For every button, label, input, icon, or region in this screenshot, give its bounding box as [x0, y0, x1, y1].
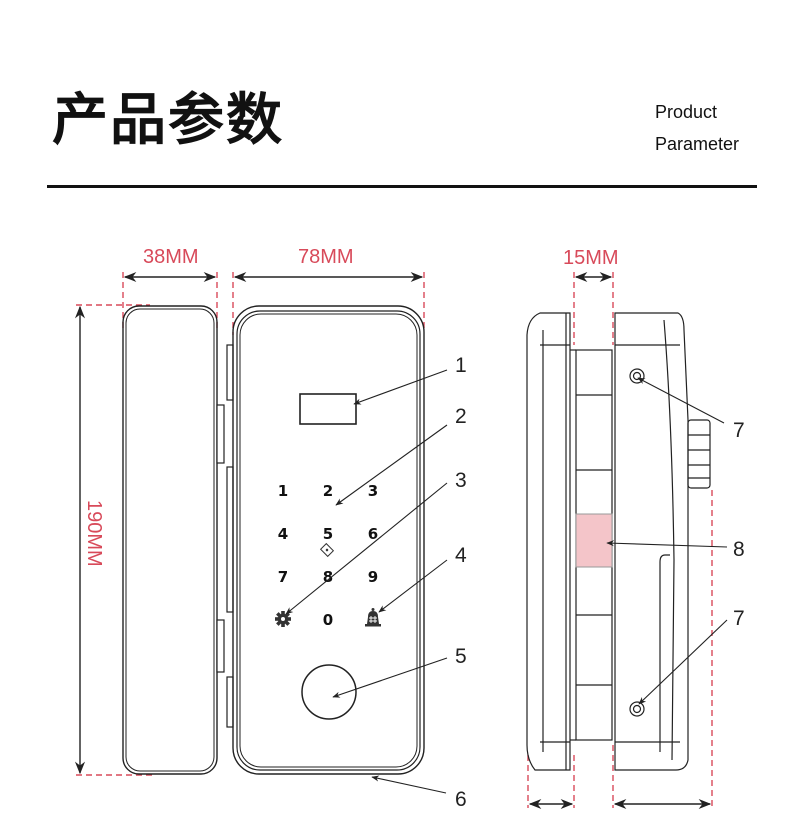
- key-2[interactable]: 2: [323, 482, 333, 500]
- dimension-width-left: 38MM: [143, 246, 199, 268]
- dimension-glass-gap: 15MM: [563, 247, 619, 269]
- header-divider: [47, 185, 757, 188]
- dimension-guides: [76, 272, 713, 808]
- fingerprint-sensor: [301, 664, 357, 720]
- callout-4: 4: [455, 544, 467, 567]
- page-title: 产品参数: [52, 88, 284, 153]
- key-7[interactable]: 7: [278, 568, 288, 586]
- display-window: [299, 393, 357, 425]
- key-1[interactable]: 1: [278, 482, 288, 500]
- card-icon: [319, 542, 335, 558]
- callout-leaders: [285, 369, 728, 794]
- callout-5: 5: [455, 645, 467, 668]
- callout-6: 6: [455, 788, 467, 811]
- dimension-width-right: 78MM: [298, 246, 354, 268]
- callout-1: 1: [455, 354, 467, 377]
- callout-8: 8: [733, 538, 745, 561]
- subtitle-line-1: Product: [655, 102, 718, 122]
- key-3[interactable]: 3: [368, 482, 378, 500]
- dimension-arrows: [74, 271, 712, 810]
- key-5[interactable]: 5: [323, 525, 333, 543]
- dimension-height: 190MM: [83, 500, 105, 567]
- gear-icon[interactable]: [275, 611, 291, 627]
- key-8[interactable]: 8: [323, 568, 333, 586]
- key-9[interactable]: 9: [368, 568, 378, 586]
- callout-7-bottom: 7: [733, 607, 745, 630]
- lock-side-view: [526, 312, 711, 771]
- page-subtitle: Product Parameter: [655, 96, 739, 160]
- subtitle-line-2: Parameter: [655, 134, 740, 154]
- keypad: 1 2 3 4 5 6 7 8 9 0: [278, 482, 378, 629]
- key-6[interactable]: 6: [368, 525, 378, 543]
- bell-icon[interactable]: [365, 608, 381, 627]
- callout-7-top: 7: [733, 419, 745, 442]
- lock-back-body: [122, 305, 218, 775]
- hinge-tabs: [216, 344, 234, 728]
- sensor-highlight: [575, 513, 613, 568]
- key-4[interactable]: 4: [278, 525, 288, 543]
- callout-2: 2: [455, 405, 467, 428]
- callout-3: 3: [455, 469, 467, 492]
- lock-front-panel: [232, 305, 425, 775]
- key-0[interactable]: 0: [323, 611, 333, 629]
